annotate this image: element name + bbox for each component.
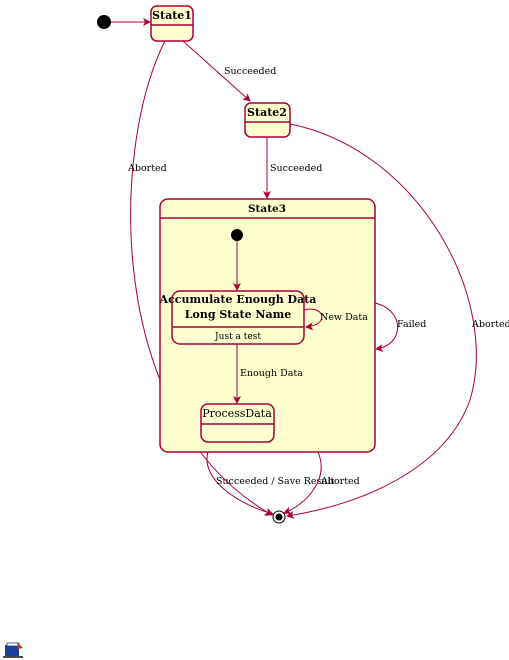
edge-label-state1-state2: Succeeded (224, 66, 276, 77)
edge-state3-self (374, 302, 399, 352)
initial-node (97, 15, 111, 29)
document-icon (3, 642, 23, 658)
accumulate-state[interactable]: Accumulate Enough Data Long State Name J… (159, 290, 317, 345)
edge-label-state1-end: Aborted (127, 163, 167, 174)
edge-label-state2-end: Aborted (471, 319, 509, 330)
accumulate-label-line2: Long State Name (185, 308, 291, 321)
accumulate-label-line1: Accumulate Enough Data (159, 293, 317, 306)
process-data-label: ProcessData (202, 407, 272, 420)
state2[interactable]: State2 (244, 102, 291, 138)
edge-label-accumulate-self: New Data (320, 312, 368, 323)
edge-label-state2-state3: Succeeded (270, 163, 322, 174)
edge-label-state3-end-aborted: Aborted (320, 476, 360, 487)
process-data-state[interactable]: ProcessData (200, 403, 275, 443)
state1[interactable]: State1 (150, 5, 194, 42)
edge-label-state3-self: Failed (397, 319, 426, 330)
edge-state3-end-aborted (283, 451, 322, 515)
edge-state3-end-succeeded (206, 451, 274, 517)
edge-accumulate-self (303, 308, 323, 331)
inner-initial-node (231, 229, 243, 241)
state1-label: State1 (152, 9, 192, 22)
final-node (272, 510, 286, 524)
edge-state1-state2 (182, 40, 251, 102)
state2-label: State2 (247, 106, 287, 119)
edge-label-state3-end-succeeded: Succeeded / Save Result (216, 476, 335, 487)
state3-label: State3 (248, 203, 286, 215)
edge-state2-end (286, 123, 477, 519)
edge-state1-end (130, 40, 273, 516)
edge-label-accumulate-process: Enough Data (240, 368, 303, 379)
accumulate-body: Just a test (214, 332, 261, 342)
